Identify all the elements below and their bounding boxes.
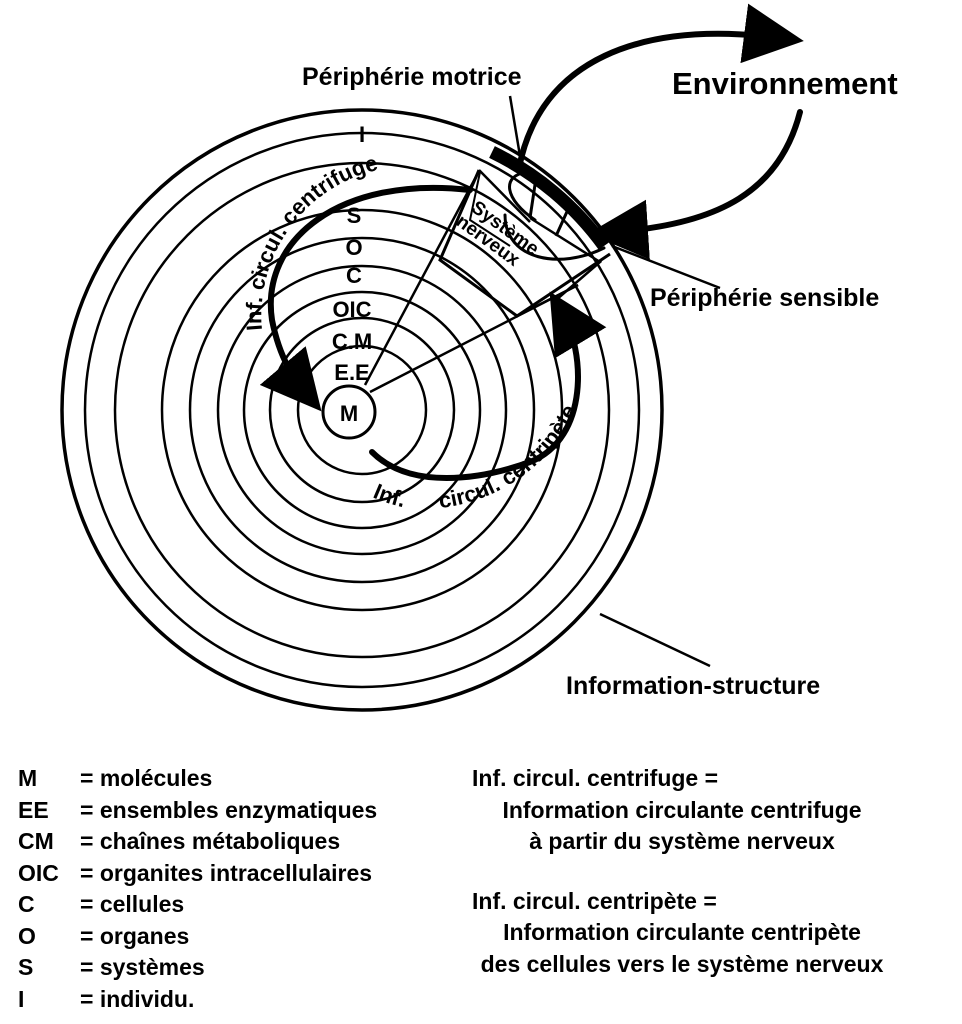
- ring-oic: [216, 264, 508, 556]
- concentric-rings: [60, 108, 664, 712]
- ring-o: [160, 208, 564, 612]
- legend-row: EE = ensembles enzymatiques: [18, 795, 377, 827]
- centripete-textpath-2: circul. centripète: [437, 401, 581, 514]
- legend-definitions: Inf. circul. centrifuge = Information ci…: [472, 763, 917, 980]
- centripete-definition-line: Information circulante centripète: [503, 919, 861, 945]
- ring-label-ee: E.E: [334, 360, 369, 385]
- ring-m-center: [321, 384, 377, 440]
- legend-abbr: CM: [18, 828, 54, 854]
- centripete-arc: [369, 291, 607, 481]
- legend-abbr: O: [18, 922, 36, 949]
- nested-rings-diagram: I S O C OIC C.M E.E M Environnement Péri…: [60, 3, 898, 712]
- pointer-info-structure: [599, 612, 711, 668]
- ring-label-i: I: [359, 122, 365, 147]
- label-peripherie-sensible: Périphérie sensible: [650, 284, 879, 312]
- centrifuge-definition-line: à partir du système nerveux: [529, 828, 835, 854]
- legend-row: OIC = organites intracellulaires: [18, 858, 377, 890]
- arrow-to-environnement: [516, 3, 804, 171]
- ring-label-c: C: [346, 263, 362, 288]
- sensory-box: [529, 216, 603, 301]
- ring-label-cm: C.M: [332, 329, 372, 354]
- legend-text: = organites intracellulaires: [80, 859, 373, 886]
- pointer-sensible: [611, 244, 721, 290]
- pointer-lines: [508, 95, 721, 668]
- ring-cm: [242, 290, 482, 530]
- ray-upper: [363, 172, 480, 386]
- centrifuge-arc: [259, 184, 473, 412]
- label-centripete-arc-2: circul. centripète: [437, 401, 581, 514]
- inner-loop-2: [503, 213, 606, 261]
- centrifuge-definition-head: Inf. circul. centrifuge =: [472, 765, 719, 791]
- legend-text: = ensembles enzymatiques: [80, 796, 378, 823]
- centripete-definition-head: Inf. circul. centripète =: [472, 887, 717, 914]
- legend-abbr: M: [18, 765, 38, 791]
- legend-gap: [472, 858, 917, 886]
- periphery-tick-2: [554, 204, 572, 237]
- circulation-arcs: [259, 184, 607, 481]
- legend-text: = systèmes: [80, 954, 205, 980]
- ring-label-s: S: [347, 203, 362, 228]
- legend-row: CM = chaînes métaboliques: [18, 826, 377, 858]
- ring-label-m: M: [340, 401, 358, 426]
- legend-row: S = systèmes: [18, 952, 377, 984]
- environment-loop: [503, 3, 804, 261]
- legend-text: = individu.: [80, 985, 195, 1012]
- wedge-inner-line: [478, 169, 531, 223]
- legend-text: = chaînes métaboliques: [80, 828, 341, 854]
- legend-row: I = individu.: [18, 984, 377, 1016]
- legend-abbr: C: [18, 891, 35, 917]
- legend-abbreviations: M= molécules EE= ensembles enzymatiques …: [18, 763, 377, 1015]
- wedge-inner-arc: [468, 171, 511, 247]
- legend-row: M = molécules: [18, 763, 377, 795]
- legend-abbr: I: [18, 985, 25, 1012]
- centrifuge-definition-line: Information circulante centrifuge: [502, 796, 862, 823]
- wedge-outline: [438, 169, 611, 318]
- centripete-definition-line: des cellules vers le système nerveux: [480, 950, 884, 977]
- label-peripherie-motrice: Périphérie motrice: [302, 63, 522, 91]
- ring-s: [113, 161, 611, 659]
- legend-abbr: EE: [18, 796, 49, 823]
- ring-c: [188, 236, 536, 584]
- ring-outer-1: [60, 108, 664, 712]
- label-environnement: Environnement: [672, 66, 898, 101]
- legend-abbr: S: [18, 954, 34, 980]
- periphery-tick-1: [528, 177, 538, 219]
- inner-loop: [508, 170, 537, 222]
- ring-label-o: O: [345, 235, 362, 260]
- legend-row: C = cellules: [18, 889, 377, 921]
- centripete-textpath-1: Inf.: [370, 479, 408, 513]
- legend-text: = cellules: [80, 891, 185, 917]
- label-information-structure: Information-structure: [566, 672, 820, 700]
- ring-label-oic: OIC: [332, 297, 371, 322]
- legend-text: = molécules: [80, 765, 213, 791]
- legend-row: O = organes: [18, 921, 377, 953]
- ring-outer-2: [83, 131, 641, 689]
- legend-text: = organes: [80, 922, 190, 949]
- pointer-motrice: [508, 95, 522, 157]
- legend-abbr: OIC: [18, 859, 59, 886]
- label-centripete-arc-1: Inf.: [370, 479, 408, 513]
- arrow-from-environnement: [588, 109, 803, 260]
